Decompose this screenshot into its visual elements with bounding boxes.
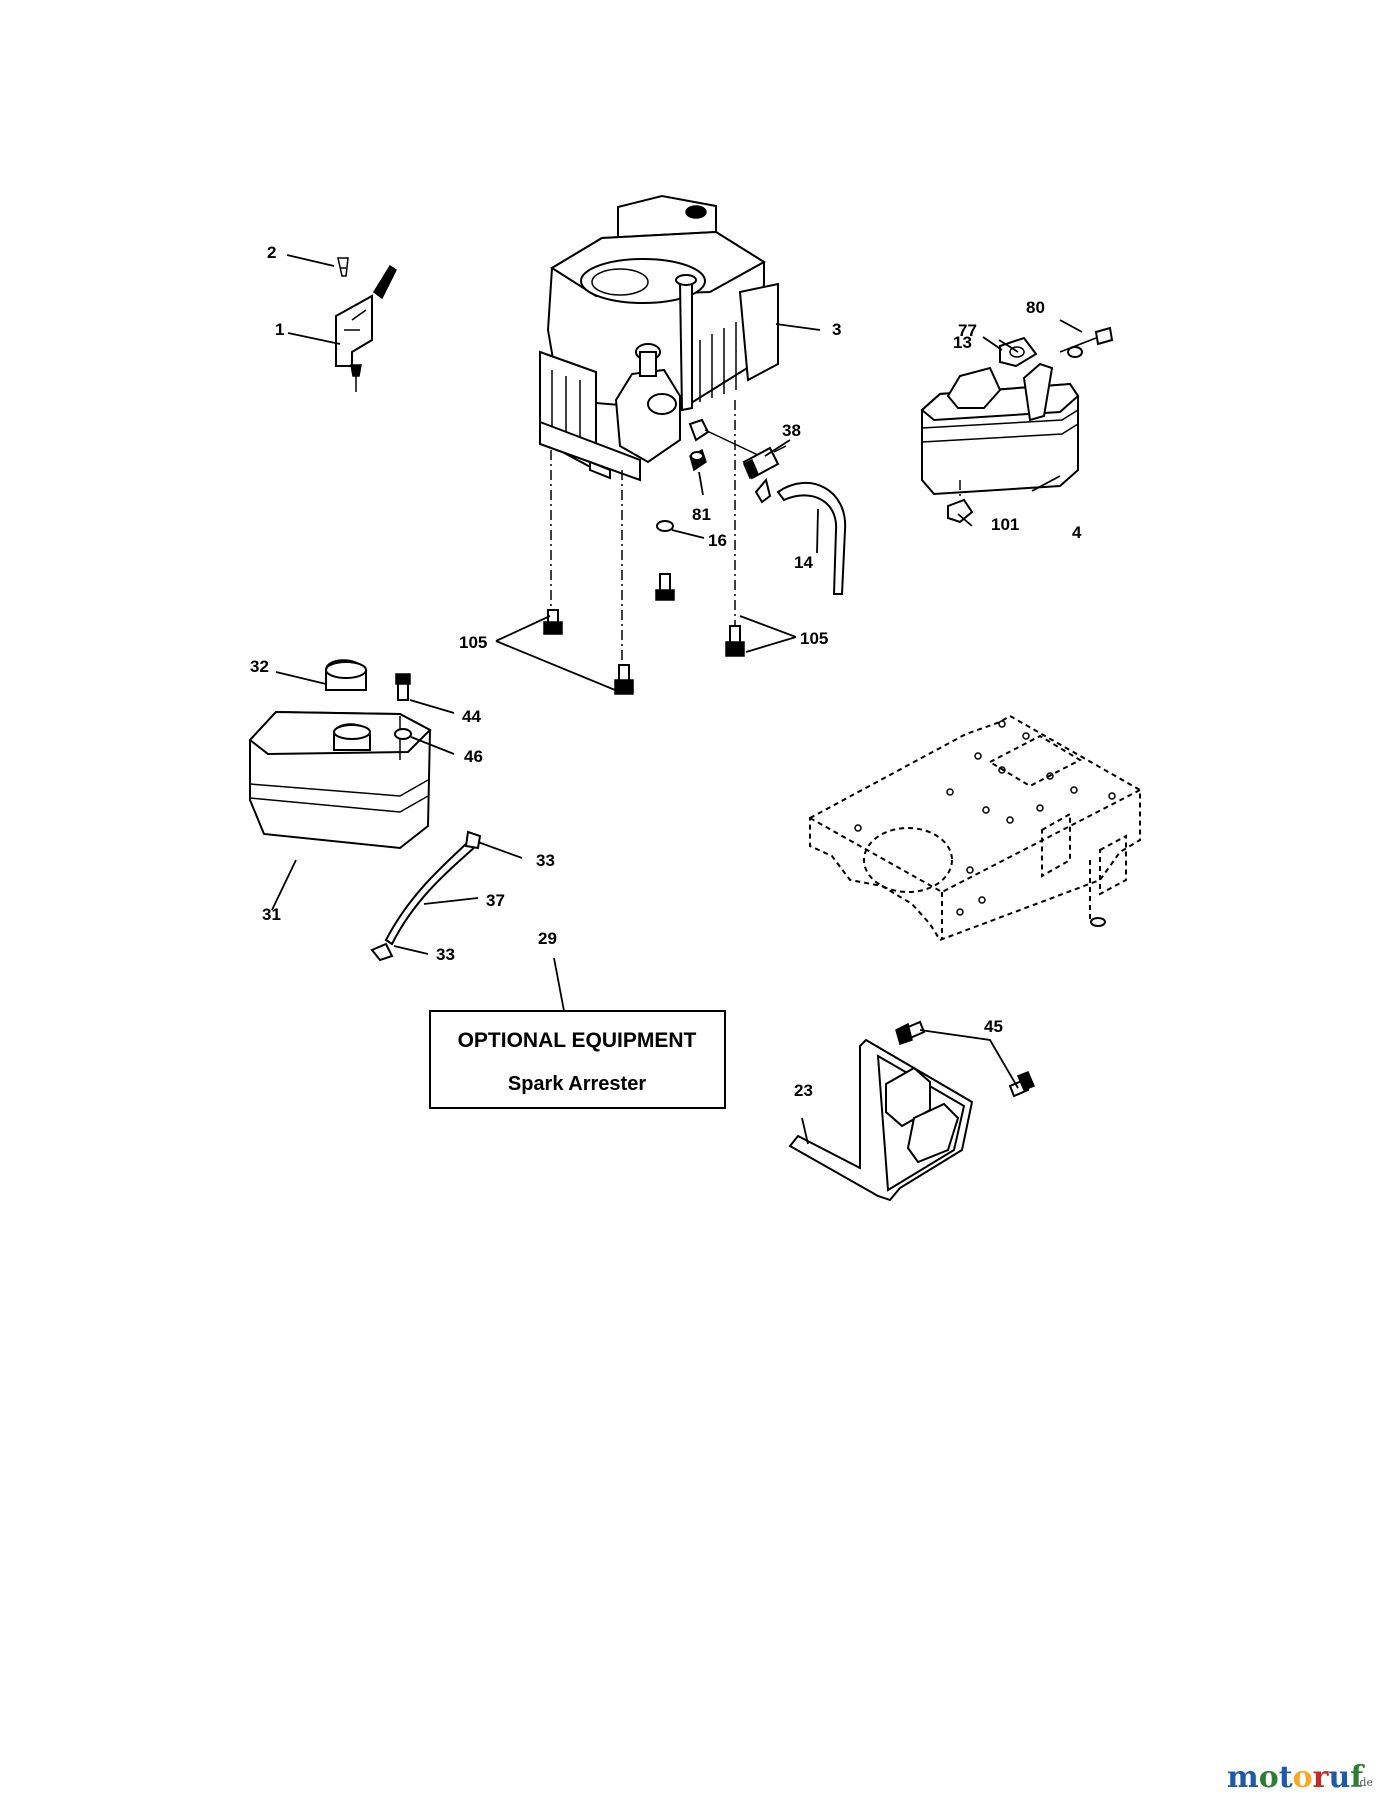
- callout-4: 4: [1072, 523, 1082, 542]
- callout-16: 16: [708, 531, 727, 550]
- callout-81: 81: [692, 505, 711, 524]
- leader-lines: [271, 254, 1083, 1145]
- callout-1: 1: [275, 320, 284, 339]
- watermark-text: motoruf: [1227, 1760, 1365, 1795]
- callout-13: 13: [953, 333, 972, 352]
- optional-equipment-box: OPTIONAL EQUIPMENT Spark Arrester: [429, 1010, 726, 1109]
- callout-45: 45: [984, 1017, 1003, 1036]
- muffler: [920, 326, 1114, 524]
- optional-box-subtitle: Spark Arrester: [508, 1073, 646, 1095]
- fitting-81: [689, 448, 707, 472]
- callout-33-lower: 33: [436, 945, 455, 964]
- callout-101: 101: [991, 515, 1019, 534]
- optional-box-title: OPTIONAL EQUIPMENT: [458, 1029, 697, 1052]
- callout-14: 14: [794, 553, 813, 572]
- watermark-letter: u: [1328, 1760, 1350, 1795]
- frame-holes: [854, 720, 1116, 916]
- watermark-letter: o: [1293, 1760, 1313, 1795]
- callout-31: 31: [262, 905, 281, 924]
- callouts: 2 1 3 80 77 13 38 81 16 14 4 101 105 105…: [250, 243, 1082, 1100]
- chassis-frame: [809, 714, 1141, 942]
- watermark-logo: motoruf .de: [1227, 1760, 1373, 1795]
- watermark-letter: o: [1259, 1760, 1279, 1795]
- fuel-tank: [248, 659, 482, 962]
- watermark-letter: m: [1227, 1760, 1259, 1795]
- callout-37: 37: [486, 891, 505, 910]
- callout-77: 77: [958, 321, 977, 340]
- throttle-control: [335, 257, 397, 392]
- heat-shield: [788, 1020, 1035, 1202]
- callout-80: 80: [1026, 298, 1045, 317]
- callout-3: 3: [832, 320, 841, 339]
- callout-44: 44: [462, 707, 481, 726]
- callout-2: 2: [267, 243, 276, 262]
- fuel-filter-38: [704, 429, 847, 595]
- callout-46: 46: [464, 747, 483, 766]
- watermark-suffix: .de: [1356, 1776, 1373, 1789]
- callout-33-upper: 33: [536, 851, 555, 870]
- callout-32: 32: [250, 657, 269, 676]
- watermark-letter: f: [1350, 1760, 1365, 1795]
- engine-mount-hardware: [543, 400, 745, 695]
- watermark-letter: r: [1313, 1760, 1330, 1795]
- callout-29: 29: [538, 929, 557, 948]
- engine: [539, 194, 779, 482]
- callout-23: 23: [794, 1081, 813, 1100]
- callout-38: 38: [782, 421, 801, 440]
- callout-105-left: 105: [459, 633, 487, 652]
- callout-105-right: 105: [800, 629, 828, 648]
- watermark-letter: t: [1279, 1760, 1293, 1795]
